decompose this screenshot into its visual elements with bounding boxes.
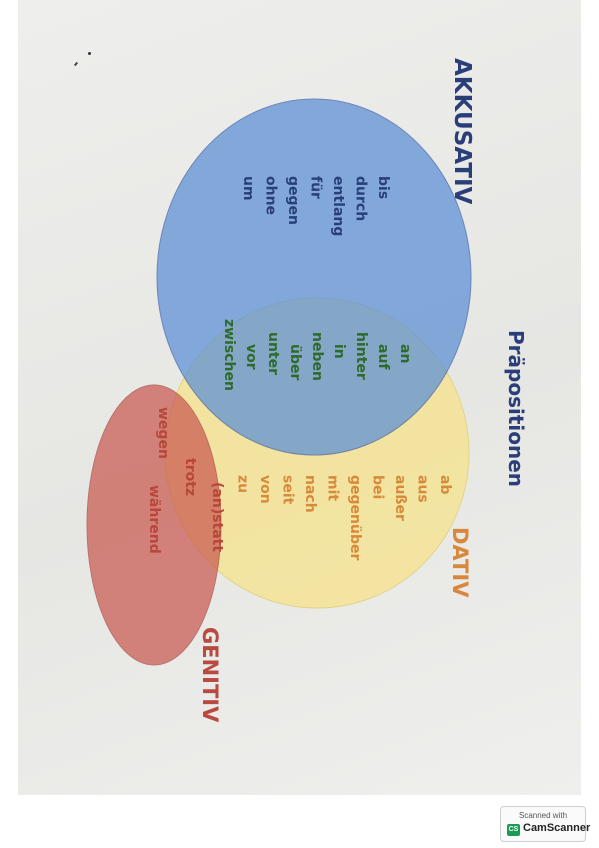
genitiv-label: GENITIV (198, 627, 222, 723)
preposition-word: in (331, 344, 347, 359)
camscanner-watermark: Scanned with CS CamScanner (500, 806, 590, 842)
preposition-word: außer (392, 475, 408, 521)
preposition-word: für (308, 176, 324, 199)
preposition-word: wegen (155, 407, 171, 459)
preposition-word: vor (243, 344, 259, 370)
preposition-word: über (287, 344, 303, 380)
preposition-word: zu (235, 475, 251, 493)
akkusativ-label: AKKUSATIV (449, 58, 475, 205)
preposition-word: neben (309, 332, 325, 381)
akkusativ-circle (156, 98, 472, 456)
preposition-word: gegen (285, 176, 301, 225)
preposition-word: hinter (353, 332, 369, 380)
preposition-word: unter (265, 332, 281, 375)
diagram-title: Präpositionen (504, 330, 528, 487)
preposition-word: trotz (182, 458, 198, 496)
preposition-word: gegenüber (347, 475, 363, 560)
scan-speck (88, 52, 91, 55)
preposition-word: während (146, 485, 162, 554)
watermark-name: CamScanner (523, 822, 591, 834)
genitiv-ellipse (86, 384, 222, 666)
preposition-word: ab (437, 475, 453, 494)
preposition-word: entlang (330, 176, 346, 236)
preposition-word: bis (375, 176, 391, 199)
preposition-word: nach (302, 475, 318, 513)
preposition-word: auf (375, 344, 391, 370)
preposition-word: (an)statt (209, 482, 225, 552)
preposition-word: durch (353, 176, 369, 221)
preposition-word: aus (415, 475, 431, 503)
preposition-word: von (257, 475, 273, 504)
preposition-word: mit (325, 475, 341, 501)
preposition-word: zwischen (221, 319, 237, 391)
preposition-word: bei (370, 475, 386, 499)
preposition-word: ohne (263, 176, 279, 215)
watermark-caption: Scanned with (518, 811, 568, 820)
preposition-word: seit (280, 475, 296, 505)
preposition-word: an (397, 344, 413, 363)
preposition-word: um (240, 176, 256, 201)
dativ-label: DATIV (448, 527, 472, 598)
camscanner-logo-icon: CS (507, 824, 520, 836)
